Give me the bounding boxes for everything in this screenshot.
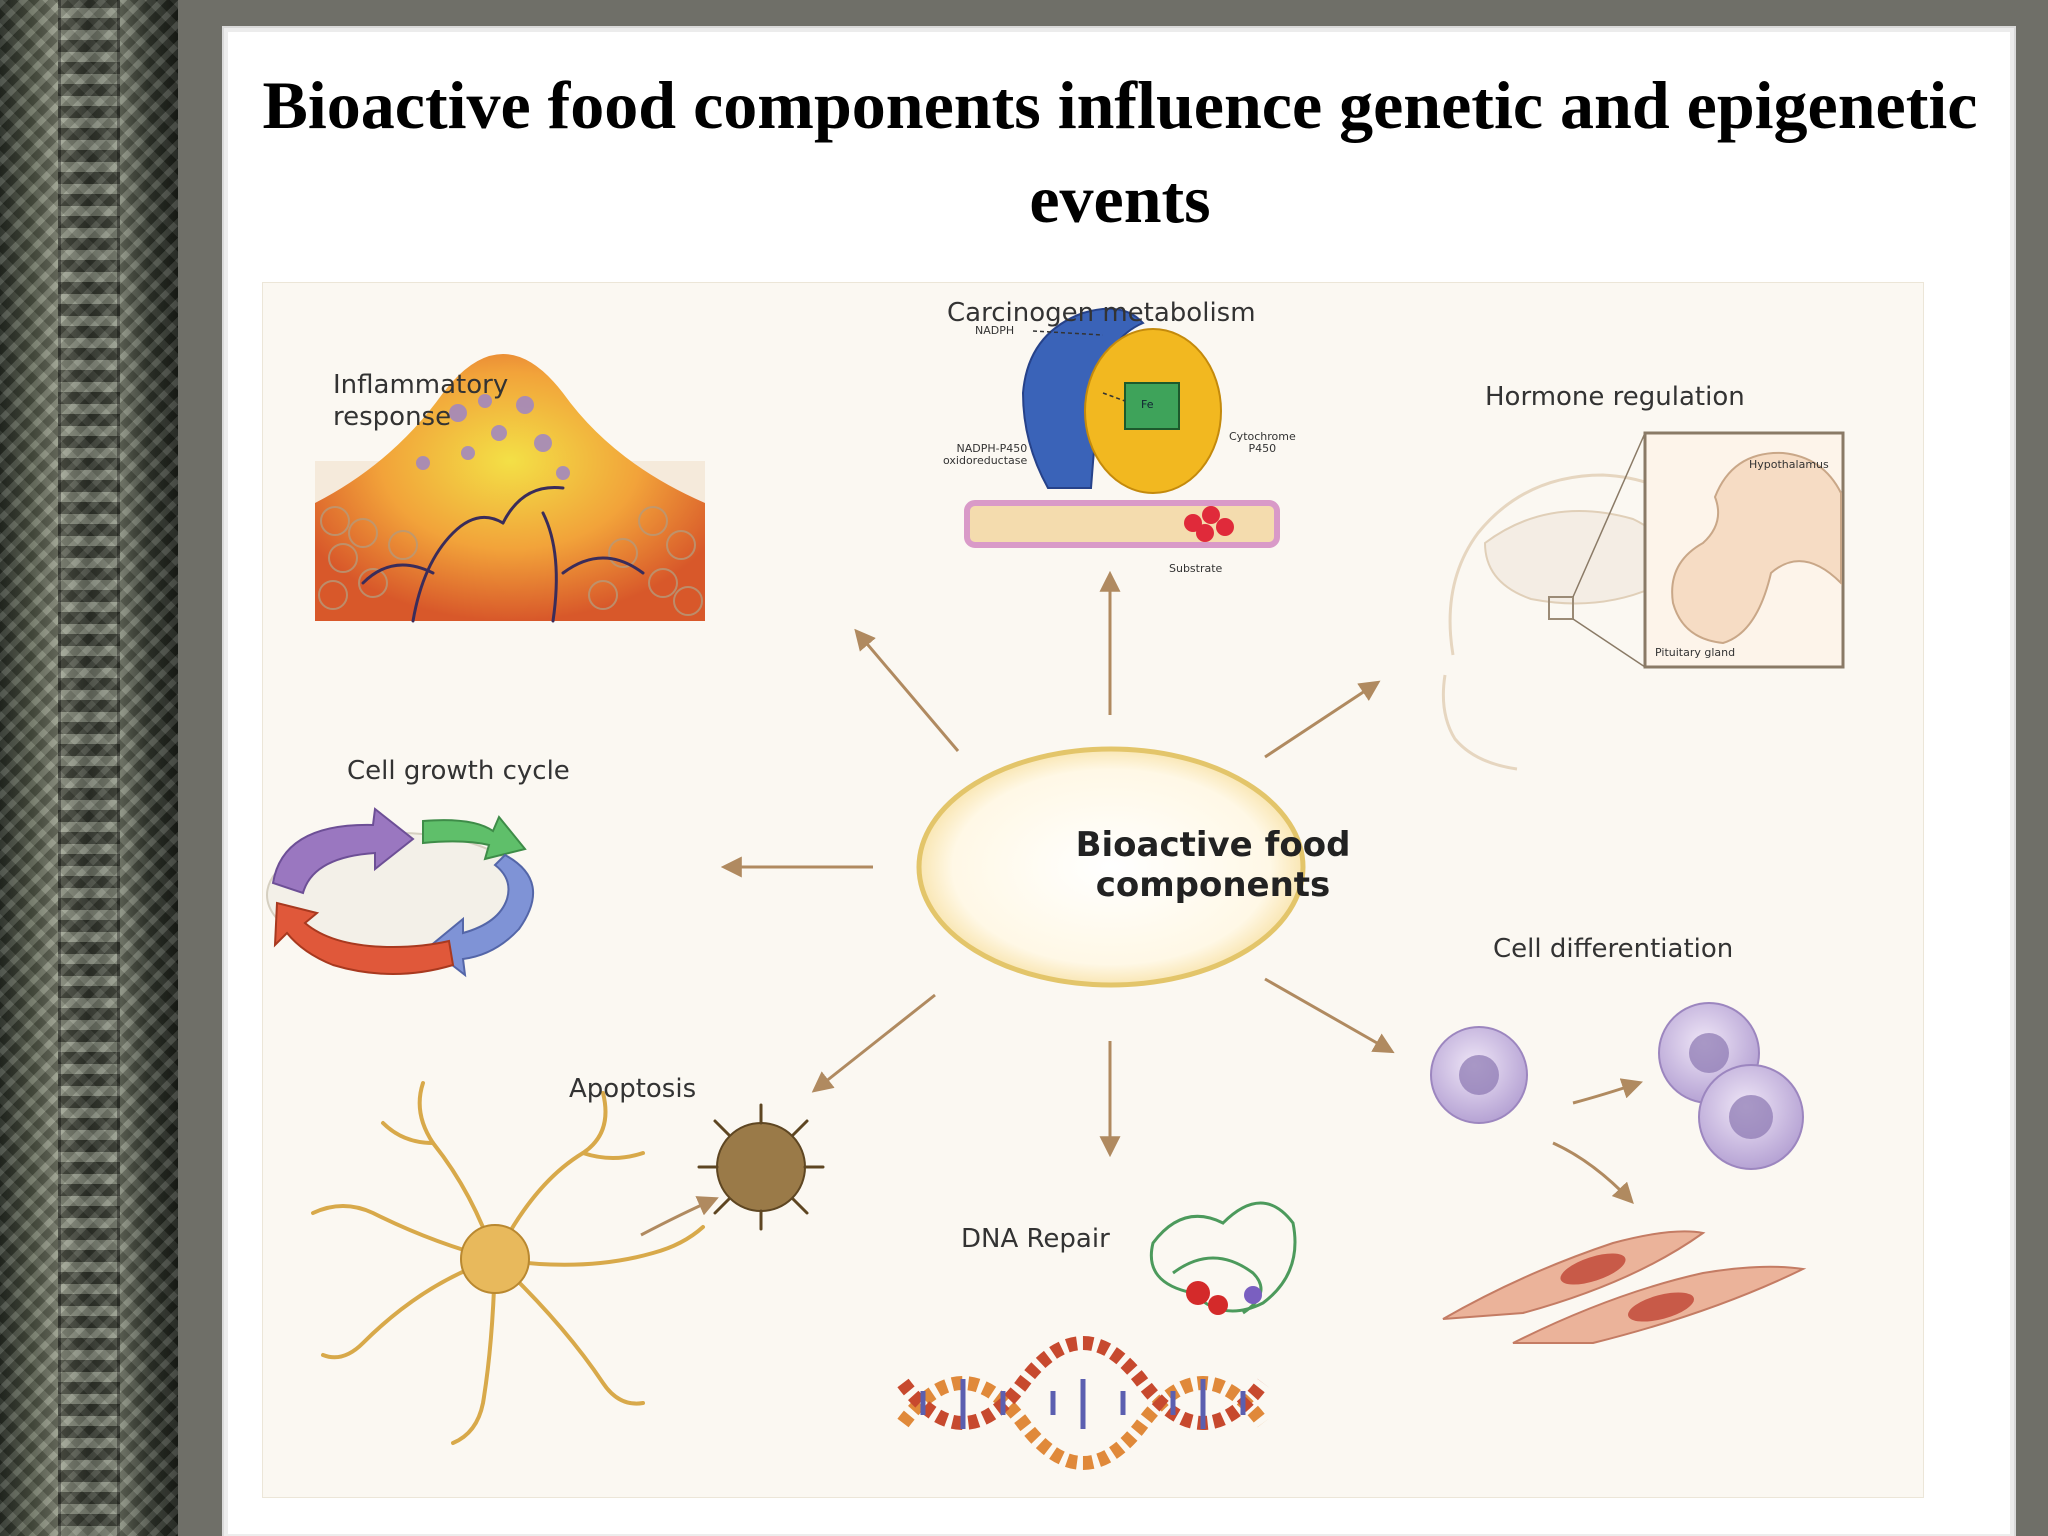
arrow-to-cell-differentiation [1264,977,1395,1054]
label-apoptosis: Apoptosis [569,1074,697,1104]
diagram-panel: Bioactive food components Carcinogen met… [262,282,1924,1498]
label-substrate: Substrate [1169,562,1223,575]
label-pituitary-gland: Pituitary gland [1655,646,1736,659]
apoptotic-cell-illustration [697,1103,825,1231]
diagram-art [266,307,1845,1470]
head-brain-illustration [1441,431,1845,771]
stone-pillar-decoration [0,0,178,1536]
dna-helix-illustration [897,1201,1297,1470]
cell-cycle-illustration [266,807,534,978]
apoptosis-arrow [640,1196,719,1237]
slide-title: Bioactive food components influence gene… [262,67,1978,237]
label-reductase: NADPH-P450 oxidoreductase [943,442,1028,467]
label-hypothalamus: Hypothalamus [1749,458,1829,471]
label-inflammatory-response: Inflammatory response [333,370,509,432]
center-label: Bioactive food components [1075,825,1351,905]
label-fe: Fe [1141,398,1154,411]
pillar-ridge [58,0,120,1536]
label-nadph: NADPH [975,324,1015,337]
center-ellipse [916,746,1306,988]
arrow-to-apoptosis [811,993,936,1093]
label-cell-differentiation: Cell differentiation [1493,934,1734,964]
arrow-to-hormone [1264,680,1381,759]
inflammation-tissue-illustration [315,354,705,623]
arrow-to-inflammatory [854,628,960,752]
label-cell-growth-cycle: Cell growth cycle [347,756,570,786]
label-cytochrome: Cytochrome P450 [1229,430,1296,455]
label-dna-repair: DNA Repair [961,1224,1110,1254]
cell-differentiation-illustration [1430,1002,1807,1344]
carcinogen-enzyme-illustration [964,307,1280,548]
label-hormone-regulation: Hormone regulation [1485,382,1745,412]
label-carcinogen-metabolism: Carcinogen metabolism [947,298,1256,328]
neuron-body [460,1224,530,1294]
